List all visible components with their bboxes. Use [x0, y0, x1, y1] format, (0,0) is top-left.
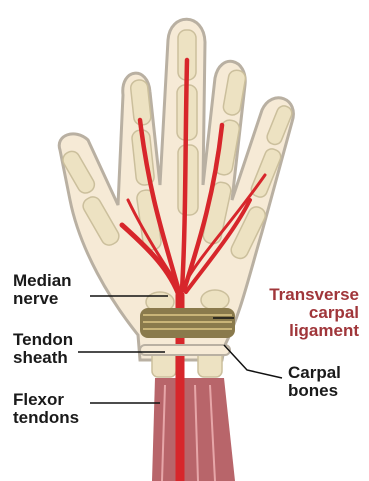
- tendon-sheath-label-line2: sheath: [13, 349, 73, 367]
- tendon-sheath-label: Tendon sheath: [13, 331, 73, 367]
- transverse-carpal-ligament-shape: [140, 308, 235, 338]
- flexor-tendons-label-line2: tendons: [13, 409, 79, 427]
- transverse-carpal-ligament-label-line3: ligament: [269, 322, 359, 340]
- flexor-tendons-label: Flexor tendons: [13, 391, 79, 427]
- median-nerve-label: Median nerve: [13, 272, 72, 308]
- carpal-bones-label-line1: Carpal: [288, 364, 341, 382]
- carpal-bones-label-line2: bones: [288, 382, 341, 400]
- tendon-sheath-label-line1: Tendon: [13, 331, 73, 349]
- transverse-carpal-ligament-label-line2: carpal: [269, 304, 359, 322]
- median-nerve-label-line2: nerve: [13, 290, 72, 308]
- transverse-carpal-ligament-label: Transverse carpal ligament: [269, 286, 359, 340]
- transverse-carpal-ligament-label-line1: Transverse: [269, 286, 359, 304]
- flexor-tendons-shape: [152, 378, 235, 481]
- flexor-tendons-label-line1: Flexor: [13, 391, 79, 409]
- tendon-sheath-shape: [140, 345, 230, 355]
- carpal-bones-label: Carpal bones: [288, 364, 341, 400]
- median-nerve-label-line1: Median: [13, 272, 72, 290]
